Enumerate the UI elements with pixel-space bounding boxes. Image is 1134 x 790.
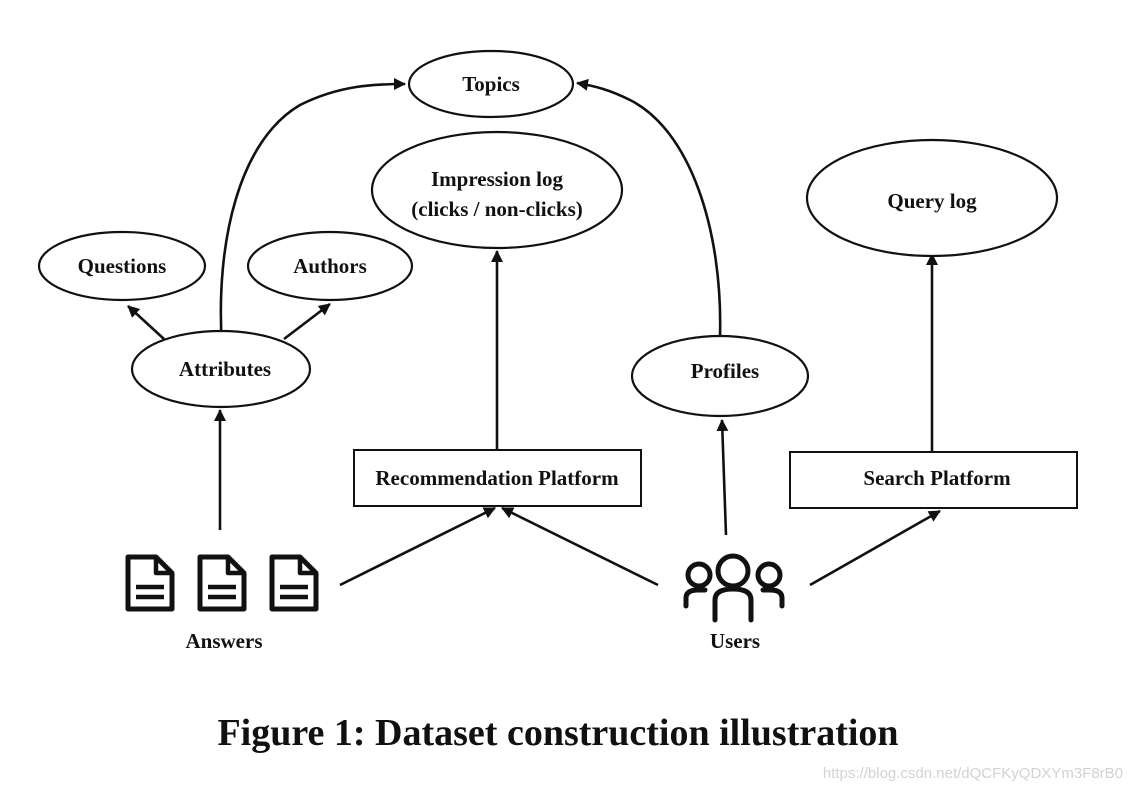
document-icon [197, 554, 247, 612]
users-label: Users [710, 629, 760, 653]
document-icon [125, 554, 175, 612]
node-questions: Questions [37, 230, 207, 302]
node-search-platform: Search Platform [789, 451, 1078, 509]
node-topics: Topics [407, 49, 575, 119]
edge-attributes-to-topics [219, 78, 406, 348]
node-profiles: Profiles [630, 334, 810, 418]
impression-log-label-line2: (clicks / non-clicks) [411, 197, 583, 221]
edges [127, 78, 941, 587]
answers-group: Answers [125, 554, 319, 653]
edge-attributes-to-questions [127, 305, 165, 340]
questions-label: Questions [78, 254, 167, 278]
edge-users-to-recommendation [501, 506, 659, 587]
document-icon [269, 554, 319, 612]
users-group-icon [683, 553, 785, 623]
recommendation-platform-label: Recommendation Platform [375, 466, 619, 490]
attributes-label: Attributes [179, 357, 271, 381]
figure-caption: Figure 1: Dataset construction illustrat… [217, 712, 898, 754]
search-platform-label: Search Platform [863, 466, 1011, 490]
node-authors: Authors [246, 230, 414, 302]
edge-profiles-to-topics [576, 78, 722, 338]
edge-users-to-profiles [716, 419, 729, 536]
impression-log-label-line1: Impression log [431, 167, 564, 191]
watermark-text: https://blog.csdn.net/dQCFKyQDXYm3F8rB0 [823, 765, 1123, 782]
node-query-log: Query log [805, 138, 1059, 258]
users-group: Users [683, 553, 785, 653]
edge-attributes-to-authors [283, 302, 331, 341]
topics-label: Topics [462, 72, 520, 96]
authors-label: Authors [293, 254, 367, 278]
edge-users-to-search [809, 509, 941, 587]
query-log-label: Query log [887, 189, 977, 213]
profiles-label: Profiles [691, 359, 759, 383]
node-impression-log: Impression log (clicks / non-clicks) [370, 130, 624, 250]
edge-answers-to-recommendation [339, 506, 496, 587]
answers-label: Answers [186, 629, 263, 653]
node-attributes: Attributes [130, 329, 312, 409]
node-recommendation-platform: Recommendation Platform [353, 449, 642, 507]
